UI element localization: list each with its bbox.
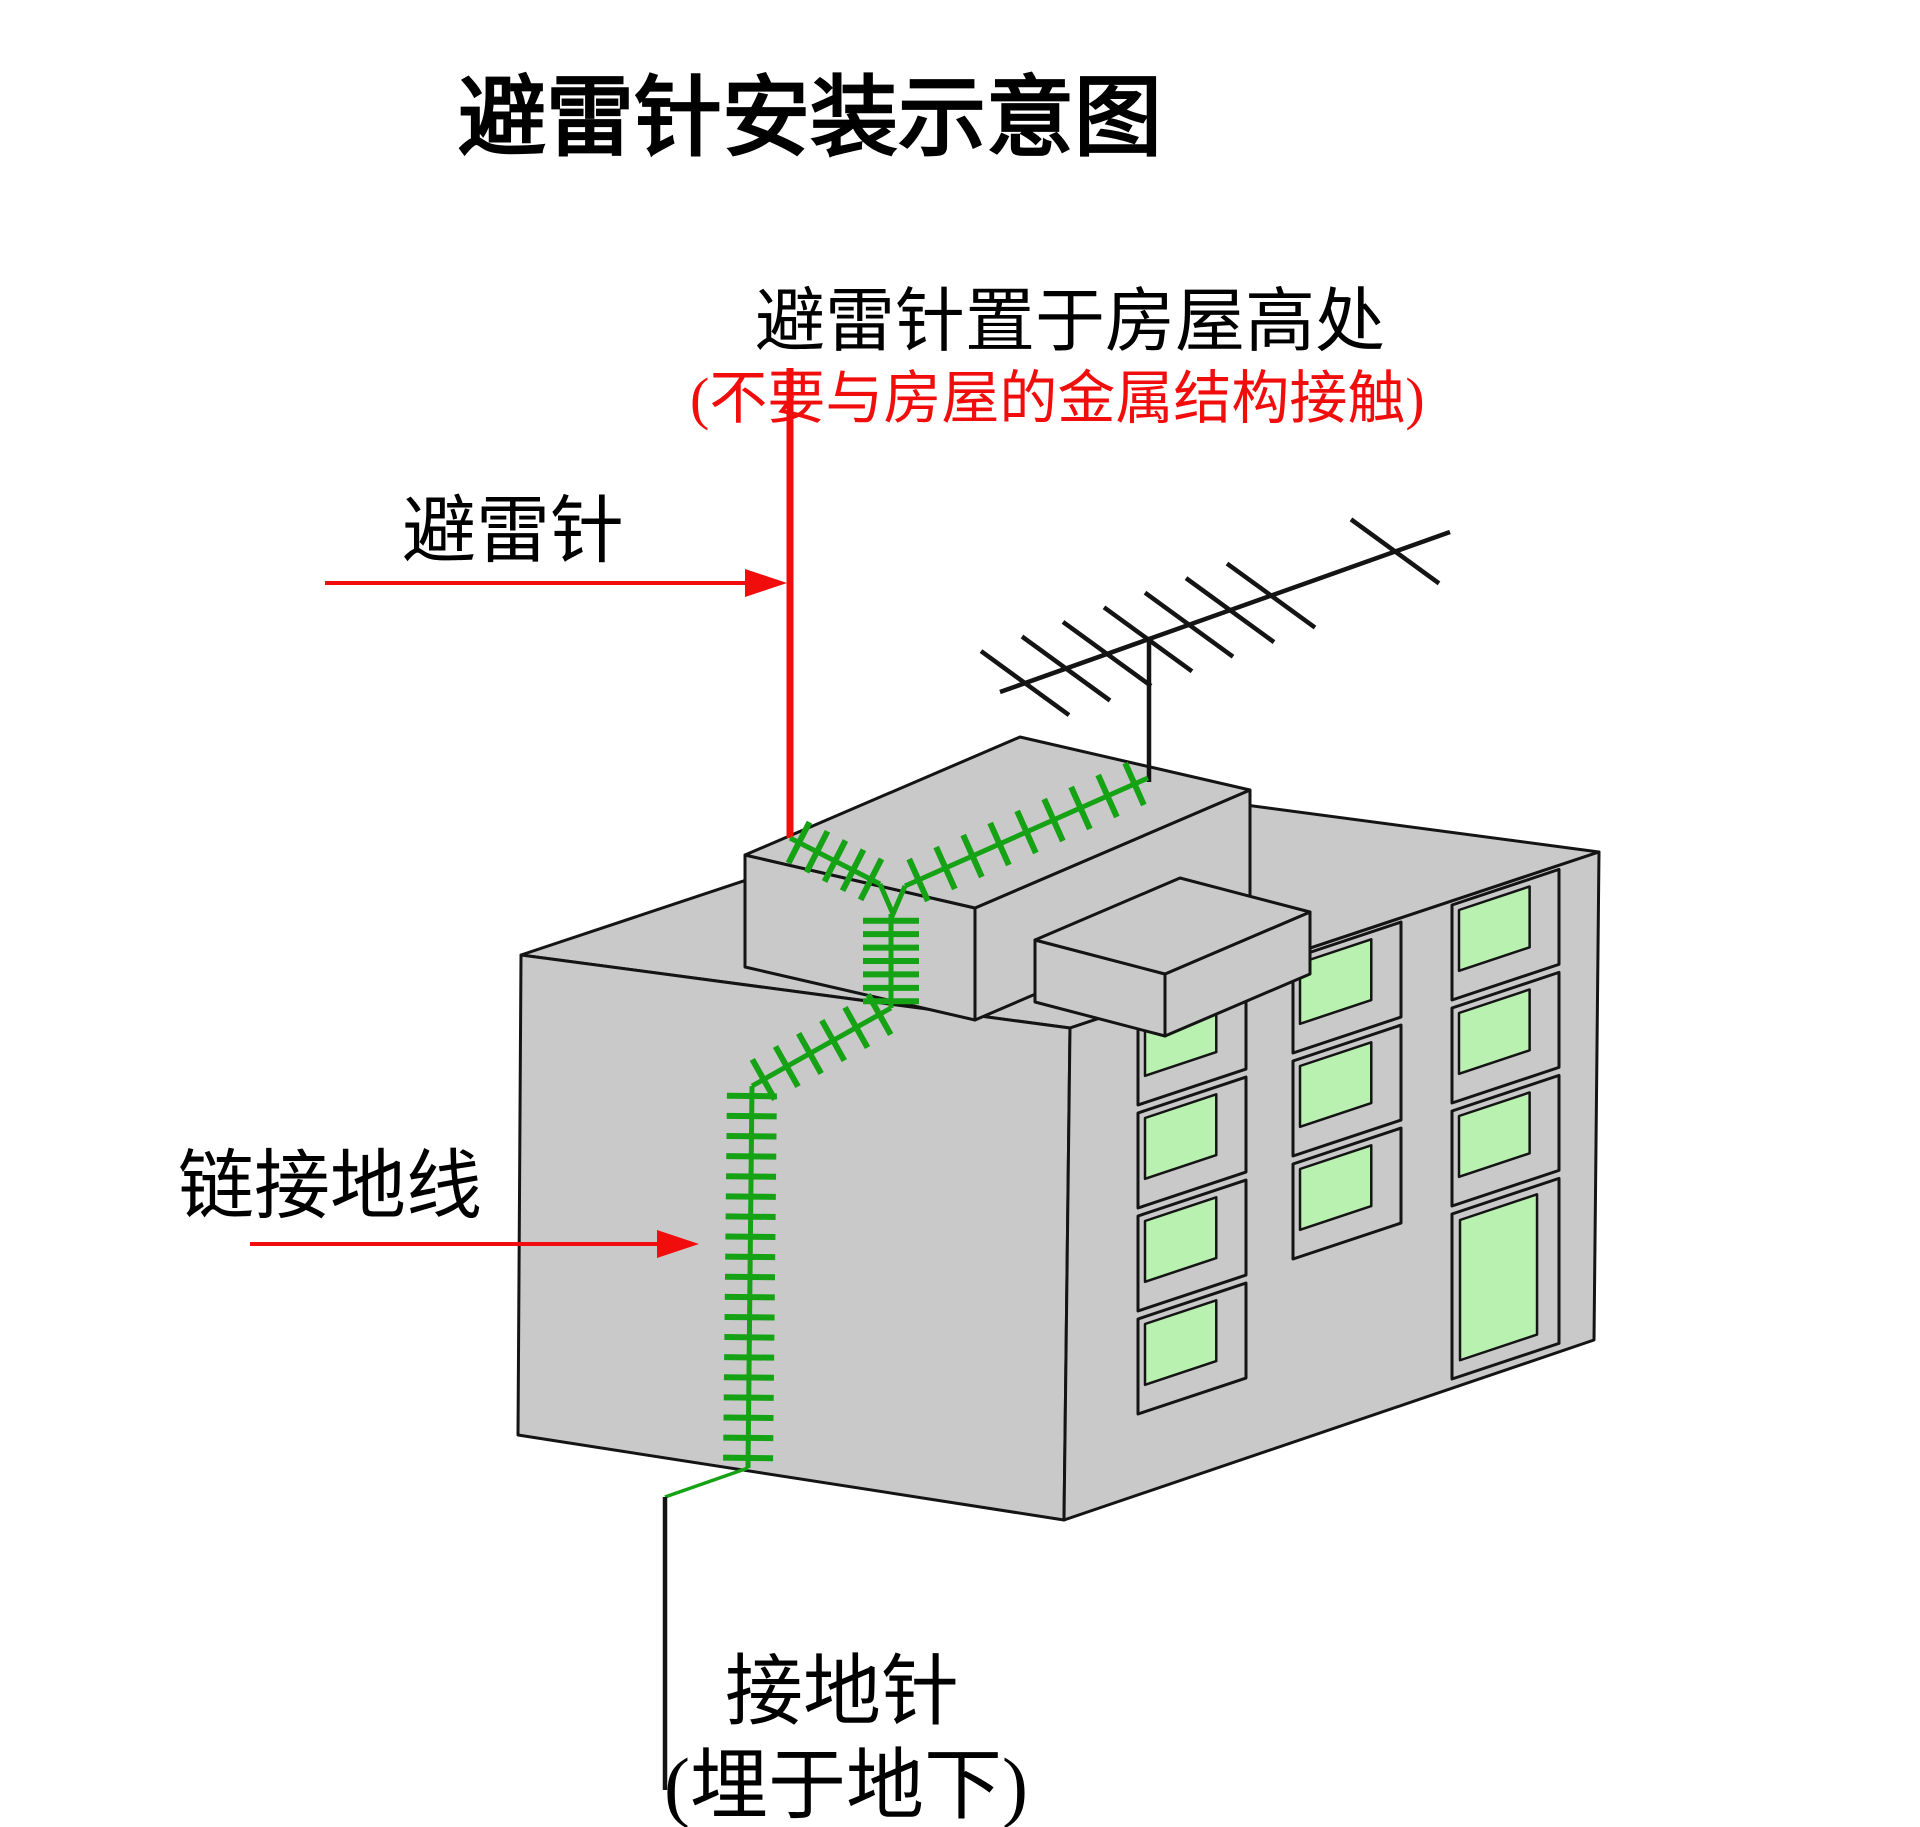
lightning-rod-label: 避雷针 [402, 491, 624, 573]
rod-warning-note: (不要与房屋的金属结构接触) [690, 366, 1425, 431]
page-title: 避雷针安装示意图 [458, 71, 1162, 168]
ground-pin-buried-label: (埋于地下) [664, 1742, 1028, 1827]
ground-pin-label: 接地针 [725, 1648, 959, 1735]
label-arrows [250, 569, 787, 1258]
rod-position-note: 避雷针置于房屋高处 [755, 284, 1385, 361]
building-windows [1136, 867, 1561, 1416]
roof-small-structure [1033, 876, 1312, 1038]
tv-antenna-icon [979, 517, 1451, 782]
ground-wire-line [664, 761, 1150, 1499]
ground-wire-label: 链接地线 [178, 1145, 482, 1229]
